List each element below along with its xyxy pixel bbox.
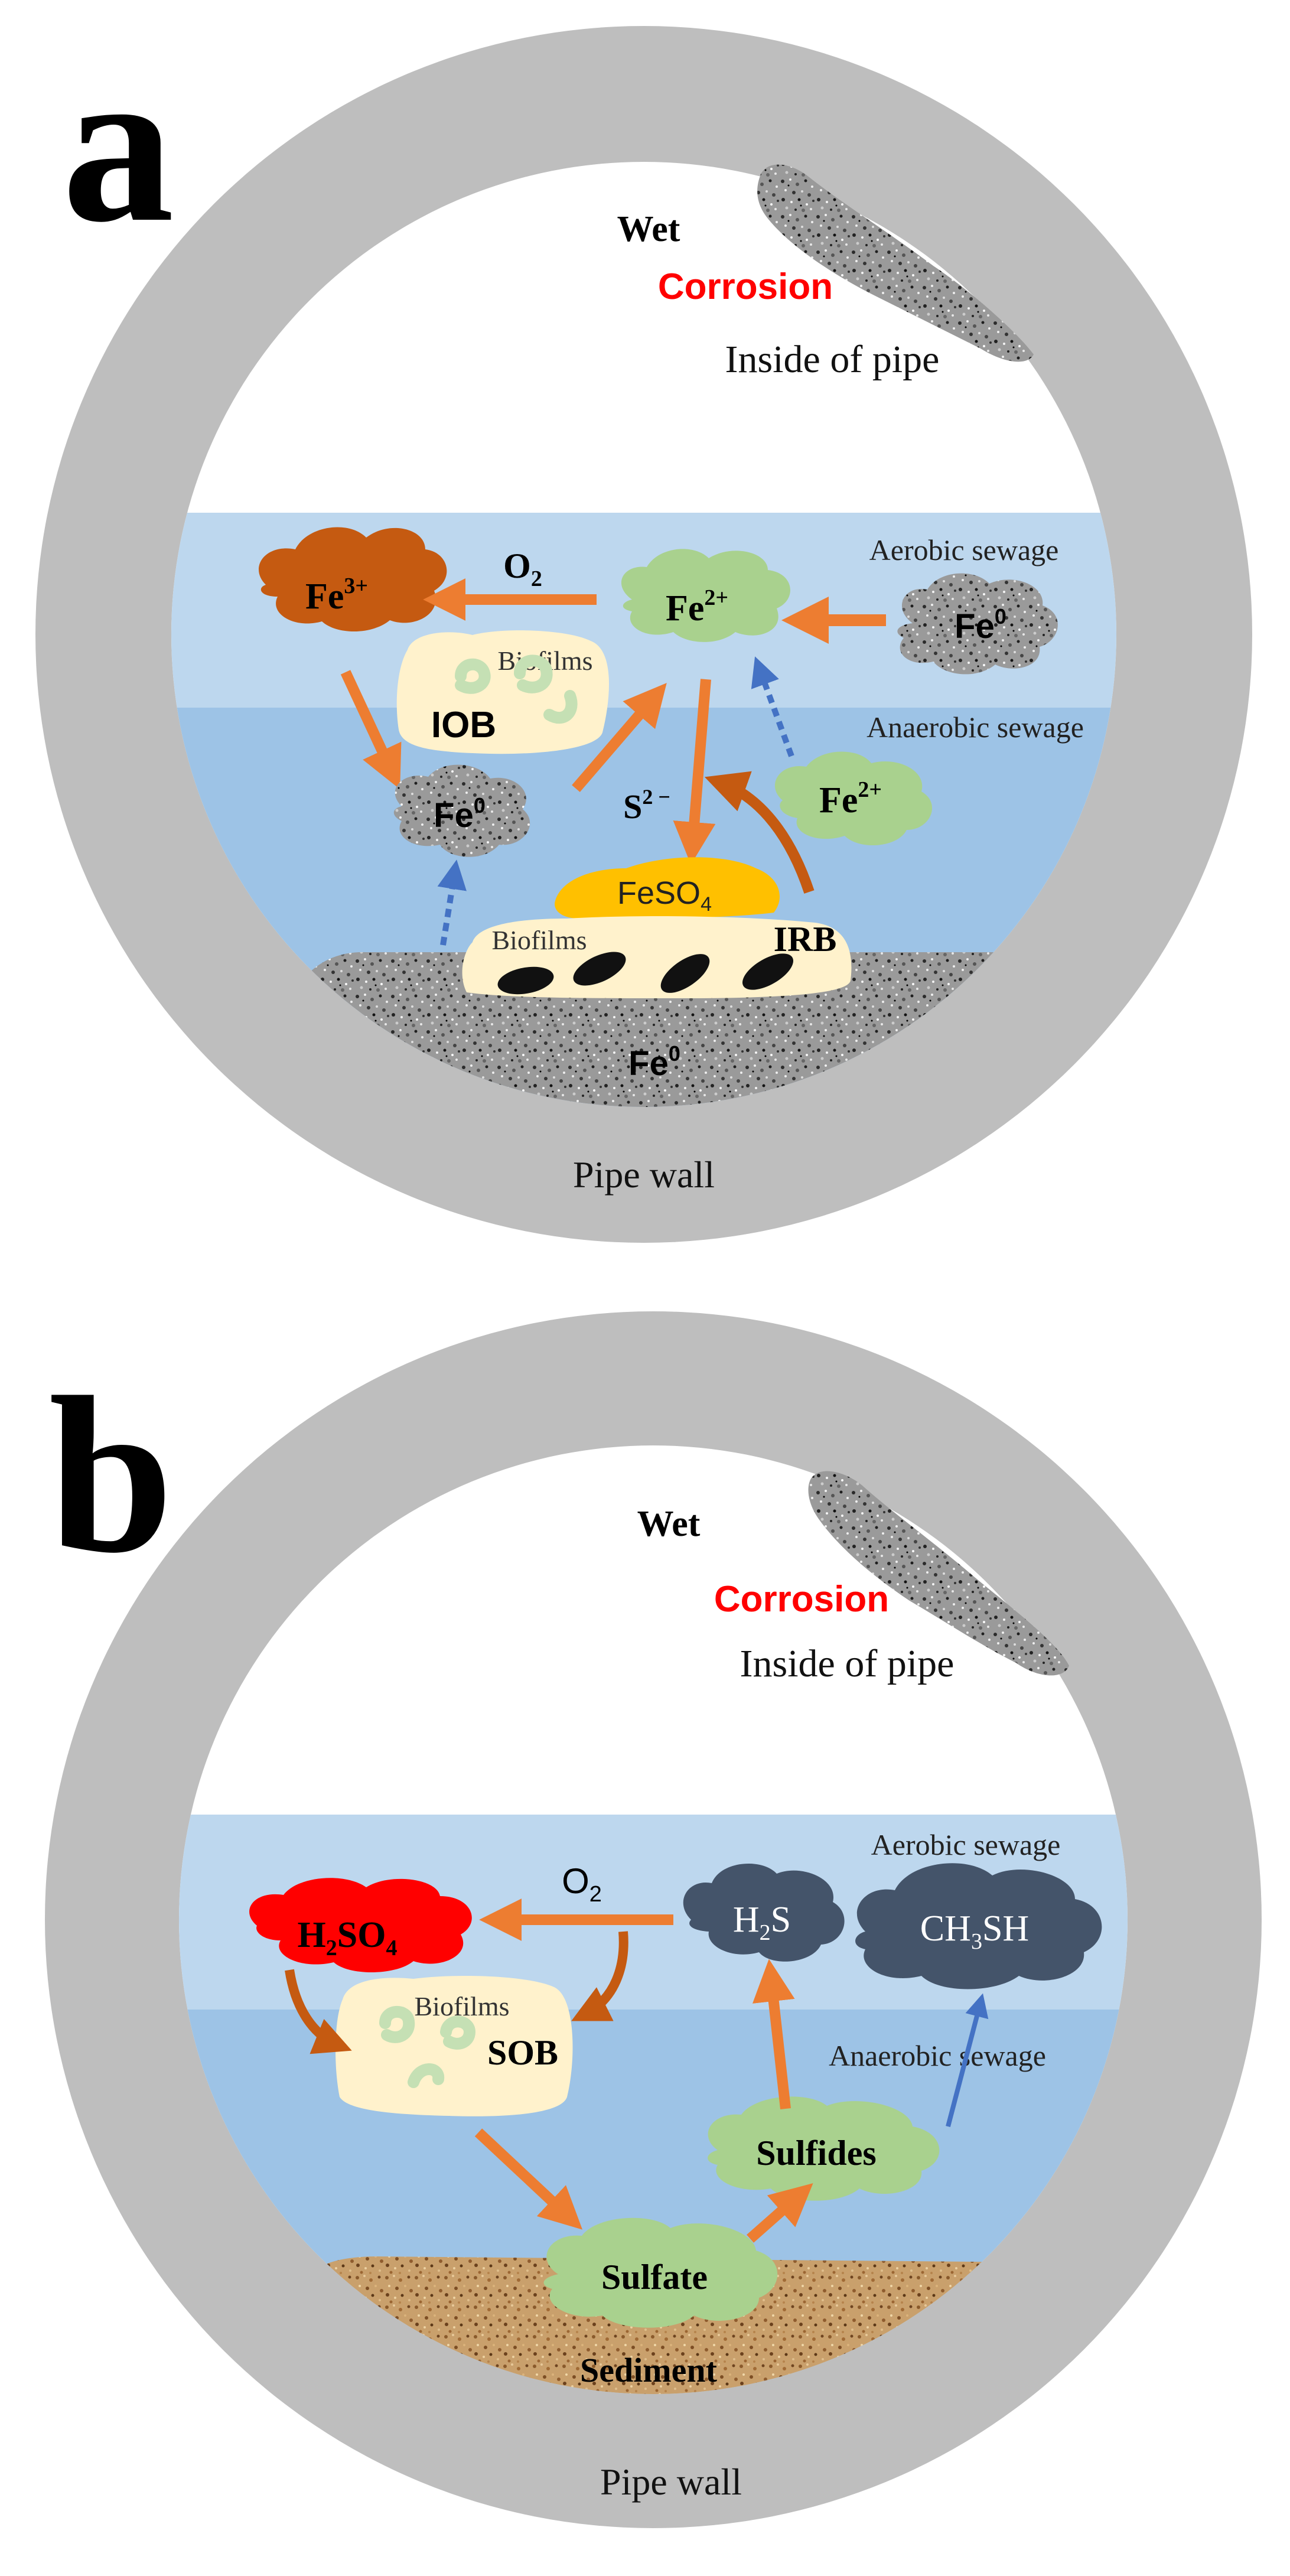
sediment-label: Sediment (580, 2351, 718, 2389)
arrow-fe0-to-fe2-center (572, 683, 667, 792)
iob-biofilm: Biofilms IOB (396, 630, 610, 754)
s2-label: S2 − (623, 785, 670, 826)
iron-pipe-bottom-a (307, 952, 1028, 1107)
bacterium-iob-2 (514, 654, 553, 693)
dashed-arrow-fe0-up (437, 859, 467, 946)
arrow-sob-to-sulfate (474, 2128, 583, 2230)
anaerobic-sewage-label-a: Anaerobic sewage (866, 711, 1084, 744)
bacterium-irb-1 (497, 966, 554, 995)
fe2-label-anaerobic: Fe2+ (819, 777, 882, 820)
panel-b: Wet Corrosion Inside of pipe Aerobic sew… (45, 1311, 1262, 2528)
inside-of-pipe-label-a: Inside of pipe (725, 338, 940, 381)
biofilms-label-irb: Biofilms (491, 925, 587, 955)
arrow-o2-to-sob (571, 1931, 628, 2021)
panel-letter-a: a (62, 20, 174, 269)
irb-label: IRB (774, 920, 837, 959)
o2-label-a: O2 (503, 546, 542, 591)
h2so4-label: H2SO4 (298, 1915, 398, 1961)
sulfate-label: Sulfate (601, 2258, 708, 2297)
fe0-label-center: Fe0 (434, 793, 486, 835)
sulfate-cloud: Sulfate (543, 2217, 778, 2328)
panel-a: Wet Corrosion Inside of pipe Aerobic sew… (35, 26, 1252, 1243)
pipe-wall-label-b: Pipe wall (600, 2461, 742, 2503)
corrosion-deposit-a (757, 164, 1034, 362)
inside-of-pipe-label-b: Inside of pipe (740, 1642, 955, 1685)
bacterium-sob-2 (440, 2015, 476, 2050)
wet-label-a: Wet (617, 209, 680, 249)
corrosion-deposit-b (808, 1471, 1069, 1676)
bacterium-irb-3 (660, 954, 710, 993)
sulfides-label: Sulfides (756, 2134, 876, 2173)
bacterium-sob-1 (379, 2005, 415, 2043)
ch3sh-label: CH3SH (920, 1909, 1029, 1954)
fe2-cloud-aerobic: Fe2+ (621, 549, 790, 642)
sulfides-cloud: Sulfides (708, 2096, 940, 2201)
ch3sh-cloud: CH3SH (855, 1863, 1102, 1989)
bacterium-iob-3 (543, 690, 578, 724)
o2-label-b: O2 (562, 1861, 602, 1907)
fe3-label: Fe3+ (305, 574, 368, 617)
arrow-sulfides-to-h2s (752, 1959, 795, 2109)
panel-letter-b: b (48, 1351, 173, 1600)
arrow-sulfate-to-sulfides (747, 2183, 813, 2243)
dashed-arrow-fe2-up (751, 656, 794, 757)
anaerobic-sewage-label-b: Anaerobic sewage (829, 2039, 1046, 2072)
fe3-cloud: Fe3+ (259, 527, 447, 632)
feso4-deposit: FeSO4 (555, 857, 780, 919)
iob-label: IOB (431, 705, 496, 745)
wet-label-b: Wet (637, 1504, 701, 1544)
fe2-label-aerobic: Fe2+ (666, 585, 728, 628)
bacterium-irb-2 (573, 952, 626, 986)
bacterium-sob-3 (408, 2063, 445, 2088)
sob-biofilm: Biofilms SOB (335, 1976, 573, 2116)
fe0-label-wall: Fe0 (628, 1041, 680, 1083)
arrow-fe2-to-feso4 (673, 679, 716, 865)
corrosion-label-a: Corrosion (658, 266, 833, 307)
feso4-label: FeSO4 (617, 875, 712, 916)
fe2-cloud-anaerobic: Fe2+ (774, 751, 933, 846)
arrow-h2so4-to-sob (285, 1969, 352, 2054)
aerobic-sewage-label-b: Aerobic sewage (871, 1828, 1061, 1861)
sob-label: SOB (487, 2033, 558, 2072)
fe0-label-right: Fe0 (955, 604, 1006, 646)
h2s-cloud: H2S (683, 1863, 845, 1962)
bacterium-irb-4 (742, 953, 793, 990)
aerobic-sewage-label-a: Aerobic sewage (869, 533, 1059, 566)
h2s-label: H2S (733, 1900, 791, 1945)
h2so4-cloud: H2SO4 (249, 1878, 472, 1973)
irb-biofilm: Biofilms IRB (462, 916, 852, 998)
arrow-irb-to-fe2 (704, 771, 815, 894)
fe0-cloud-center: Fe0 (393, 764, 530, 857)
fe0-cloud-right: Fe0 (897, 573, 1058, 675)
arrow-sulfides-to-ch3sh (946, 1993, 989, 2128)
bacterium-iob-1 (455, 658, 491, 694)
pipe-wall-label-a: Pipe wall (573, 1154, 715, 1196)
corrosion-label-b: Corrosion (714, 1579, 889, 1620)
arrow-fe3-to-fe0 (340, 670, 402, 790)
